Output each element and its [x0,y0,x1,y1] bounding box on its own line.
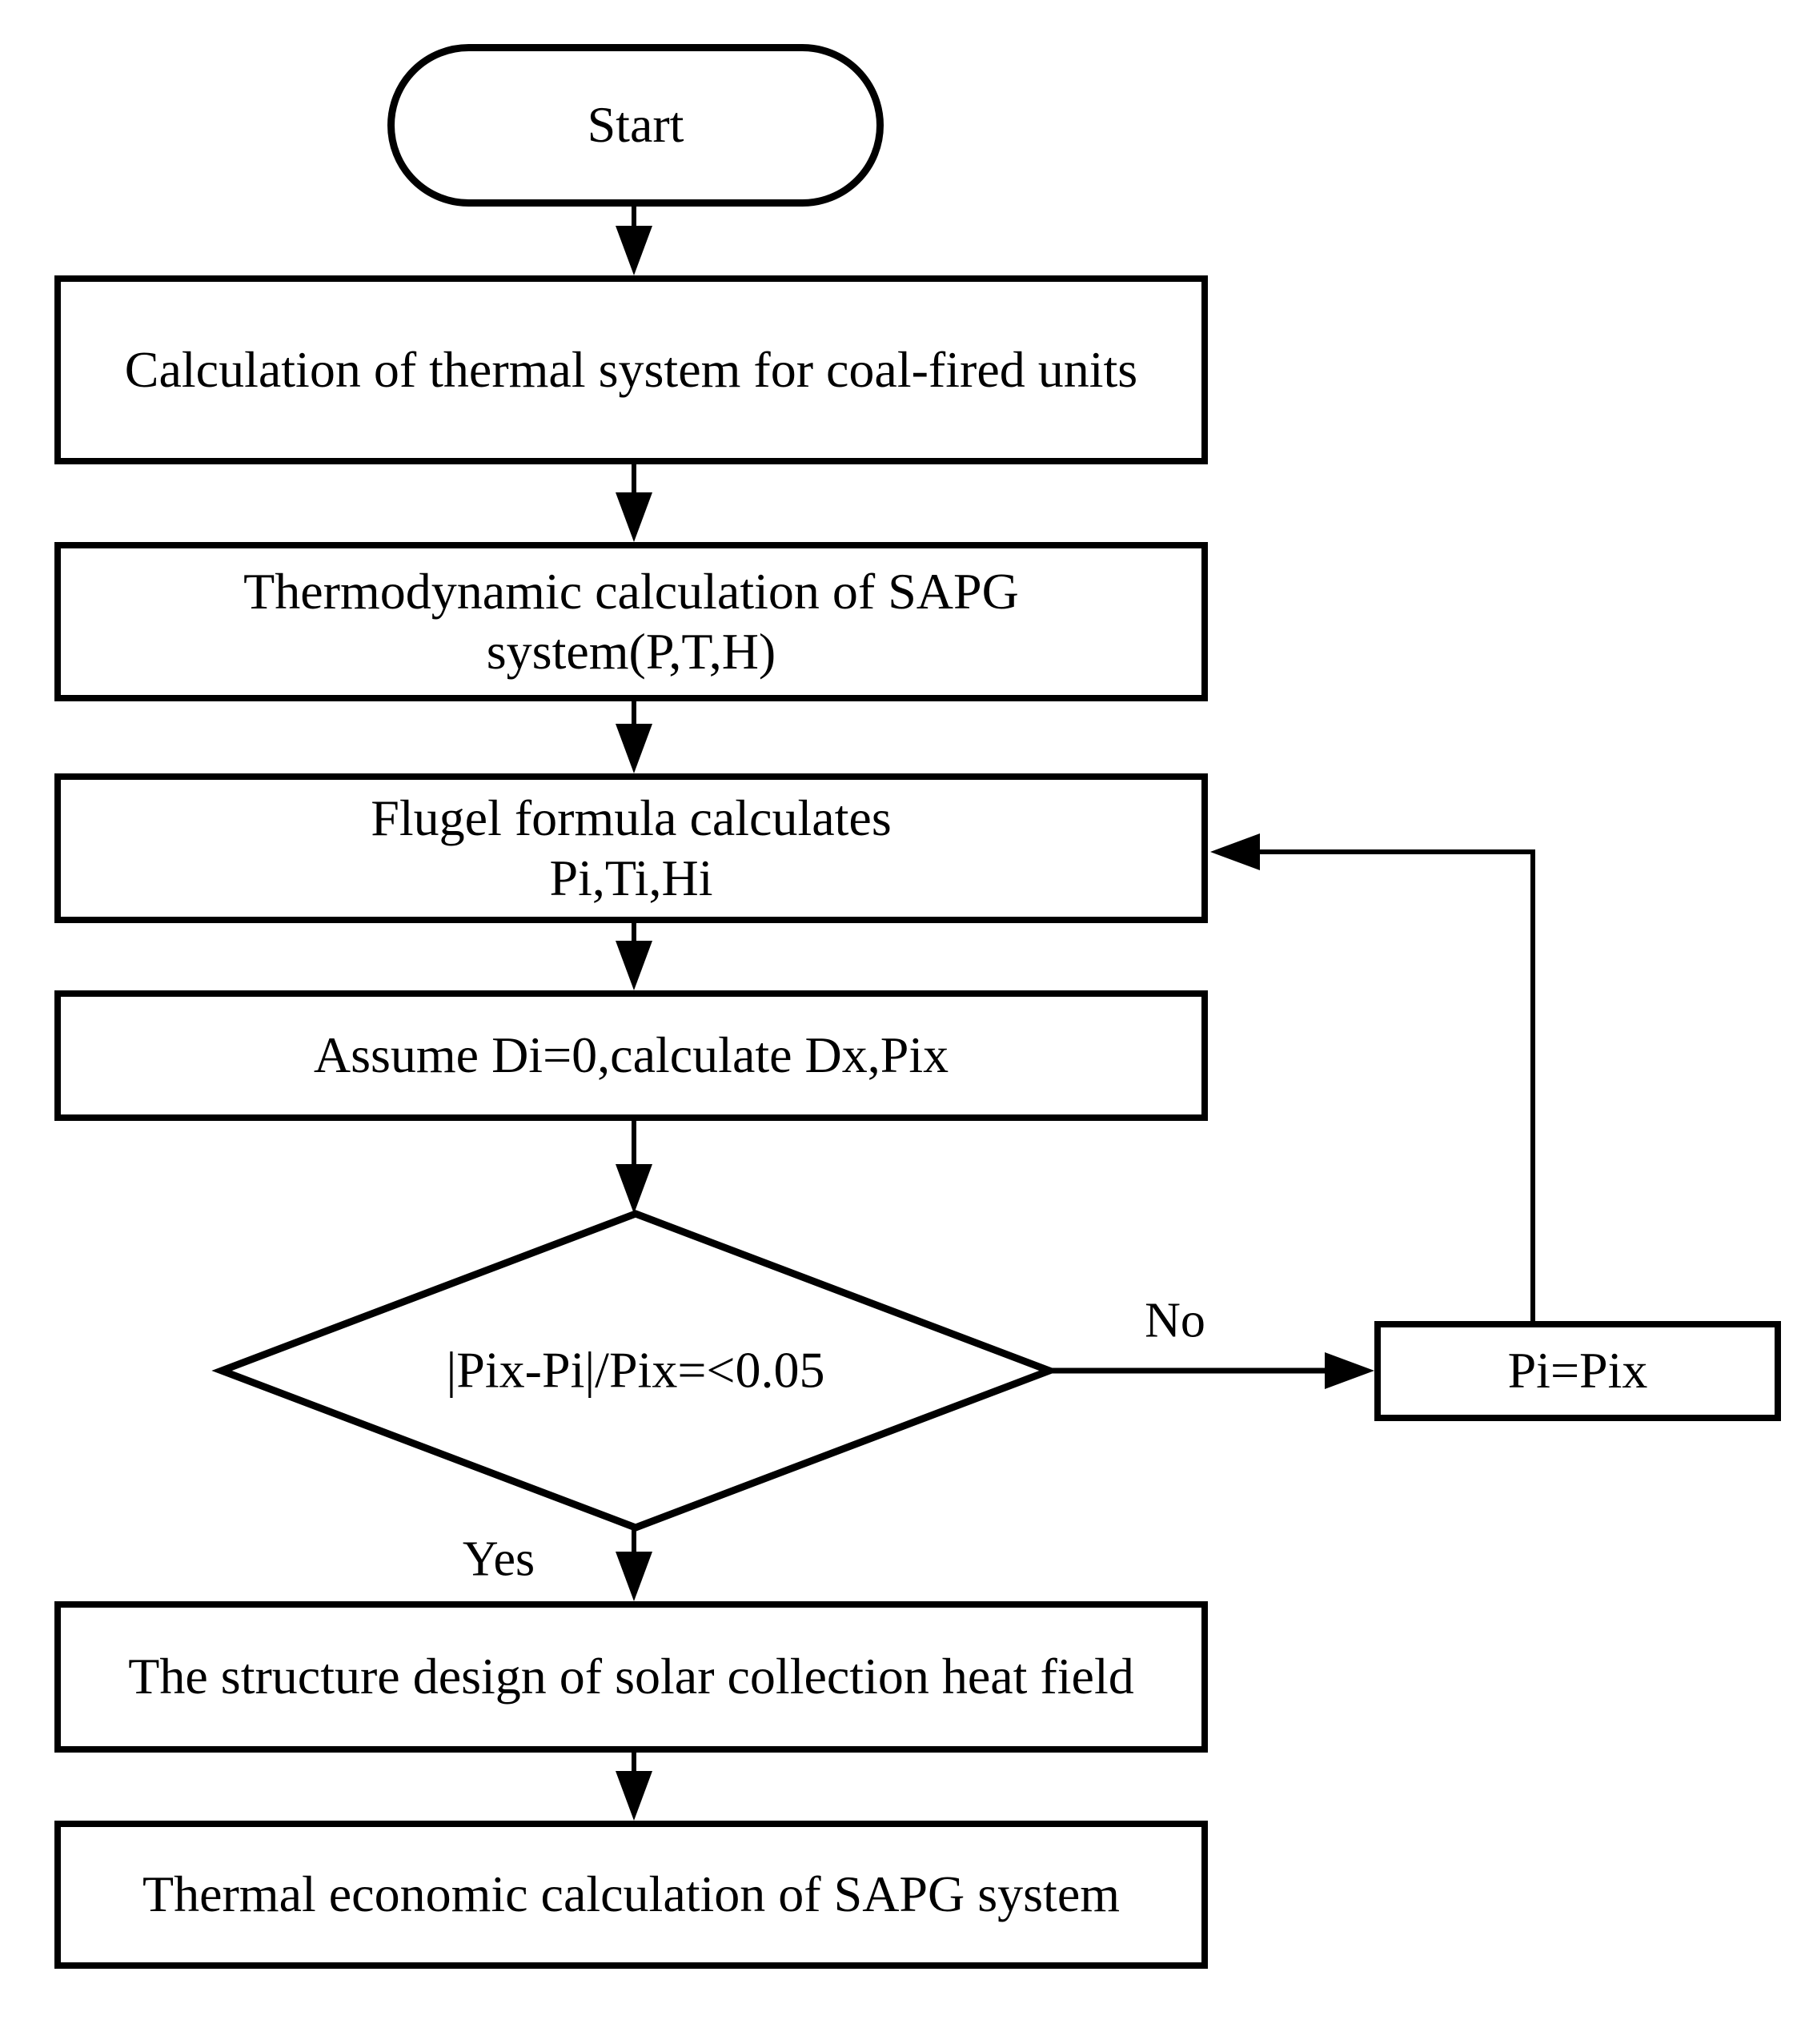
yes-edge-label: Yes [462,1532,535,1587]
process-box-thermodynamic-calculation: Thermodynamic calculation of SAPG system… [54,542,1208,701]
process-box-thermal-economic: Thermal economic calculation of SAPG sys… [54,1821,1208,1969]
start-terminator: Start [387,44,884,207]
process-box-coal-fired-calculation: Calculation of thermal system for coal-f… [54,275,1208,464]
process-box-pi-assignment: Pi=Pix [1374,1321,1781,1421]
process-box-assume-di: Assume Di=0,calculate Dx,Pix [54,990,1208,1121]
arrowhead-down-icon [616,1552,652,1601]
process-label: The structure design of solar collection… [128,1648,1134,1705]
process-label: Thermodynamic calculation of SAPG system… [243,562,1019,680]
start-label: Start [587,96,684,154]
process-label: Flugel formula calculates Pi,Ti,Hi [371,789,892,906]
arrowhead-down-icon [616,941,652,990]
arrowhead-left-icon [1210,833,1260,870]
arrow-step4-to-decision [616,1119,652,1214]
process-box-structure-design: The structure design of solar collection… [54,1601,1208,1753]
arrow-step5-to-step6 [616,1751,652,1821]
decision-condition-label: |Pix-Pi|/Pix=<0.05 [446,1341,825,1399]
arrowhead-right-icon [1325,1352,1374,1389]
arrowhead-down-icon [616,492,652,542]
arrow-decision-to-step5 [616,1526,652,1601]
process-label: Pi=Pix [1507,1342,1648,1399]
process-label: Thermal economic calculation of SAPG sys… [142,1865,1121,1923]
loop-line [1257,849,1535,1321]
arrow-step3-to-step4 [616,922,652,990]
process-label: Calculation of thermal system for coal-f… [124,340,1138,398]
arrowhead-down-icon [616,1771,652,1821]
no-edge-label: No [1145,1293,1205,1348]
process-box-flugel-formula: Flugel formula calculates Pi,Ti,Hi [54,773,1208,923]
arrowhead-down-icon [616,226,652,275]
arrow-step2-to-step3 [616,700,652,773]
arrowhead-down-icon [616,724,652,773]
arrow-decision-to-assign [1049,1352,1374,1389]
arrowhead-down-icon [616,1164,652,1214]
arrow-start-to-step1 [616,205,652,275]
arrow-step1-to-step2 [616,463,652,542]
arrow-assign-loop-to-step3 [1210,833,1535,1321]
process-label: Assume Di=0,calculate Dx,Pix [313,1026,949,1084]
